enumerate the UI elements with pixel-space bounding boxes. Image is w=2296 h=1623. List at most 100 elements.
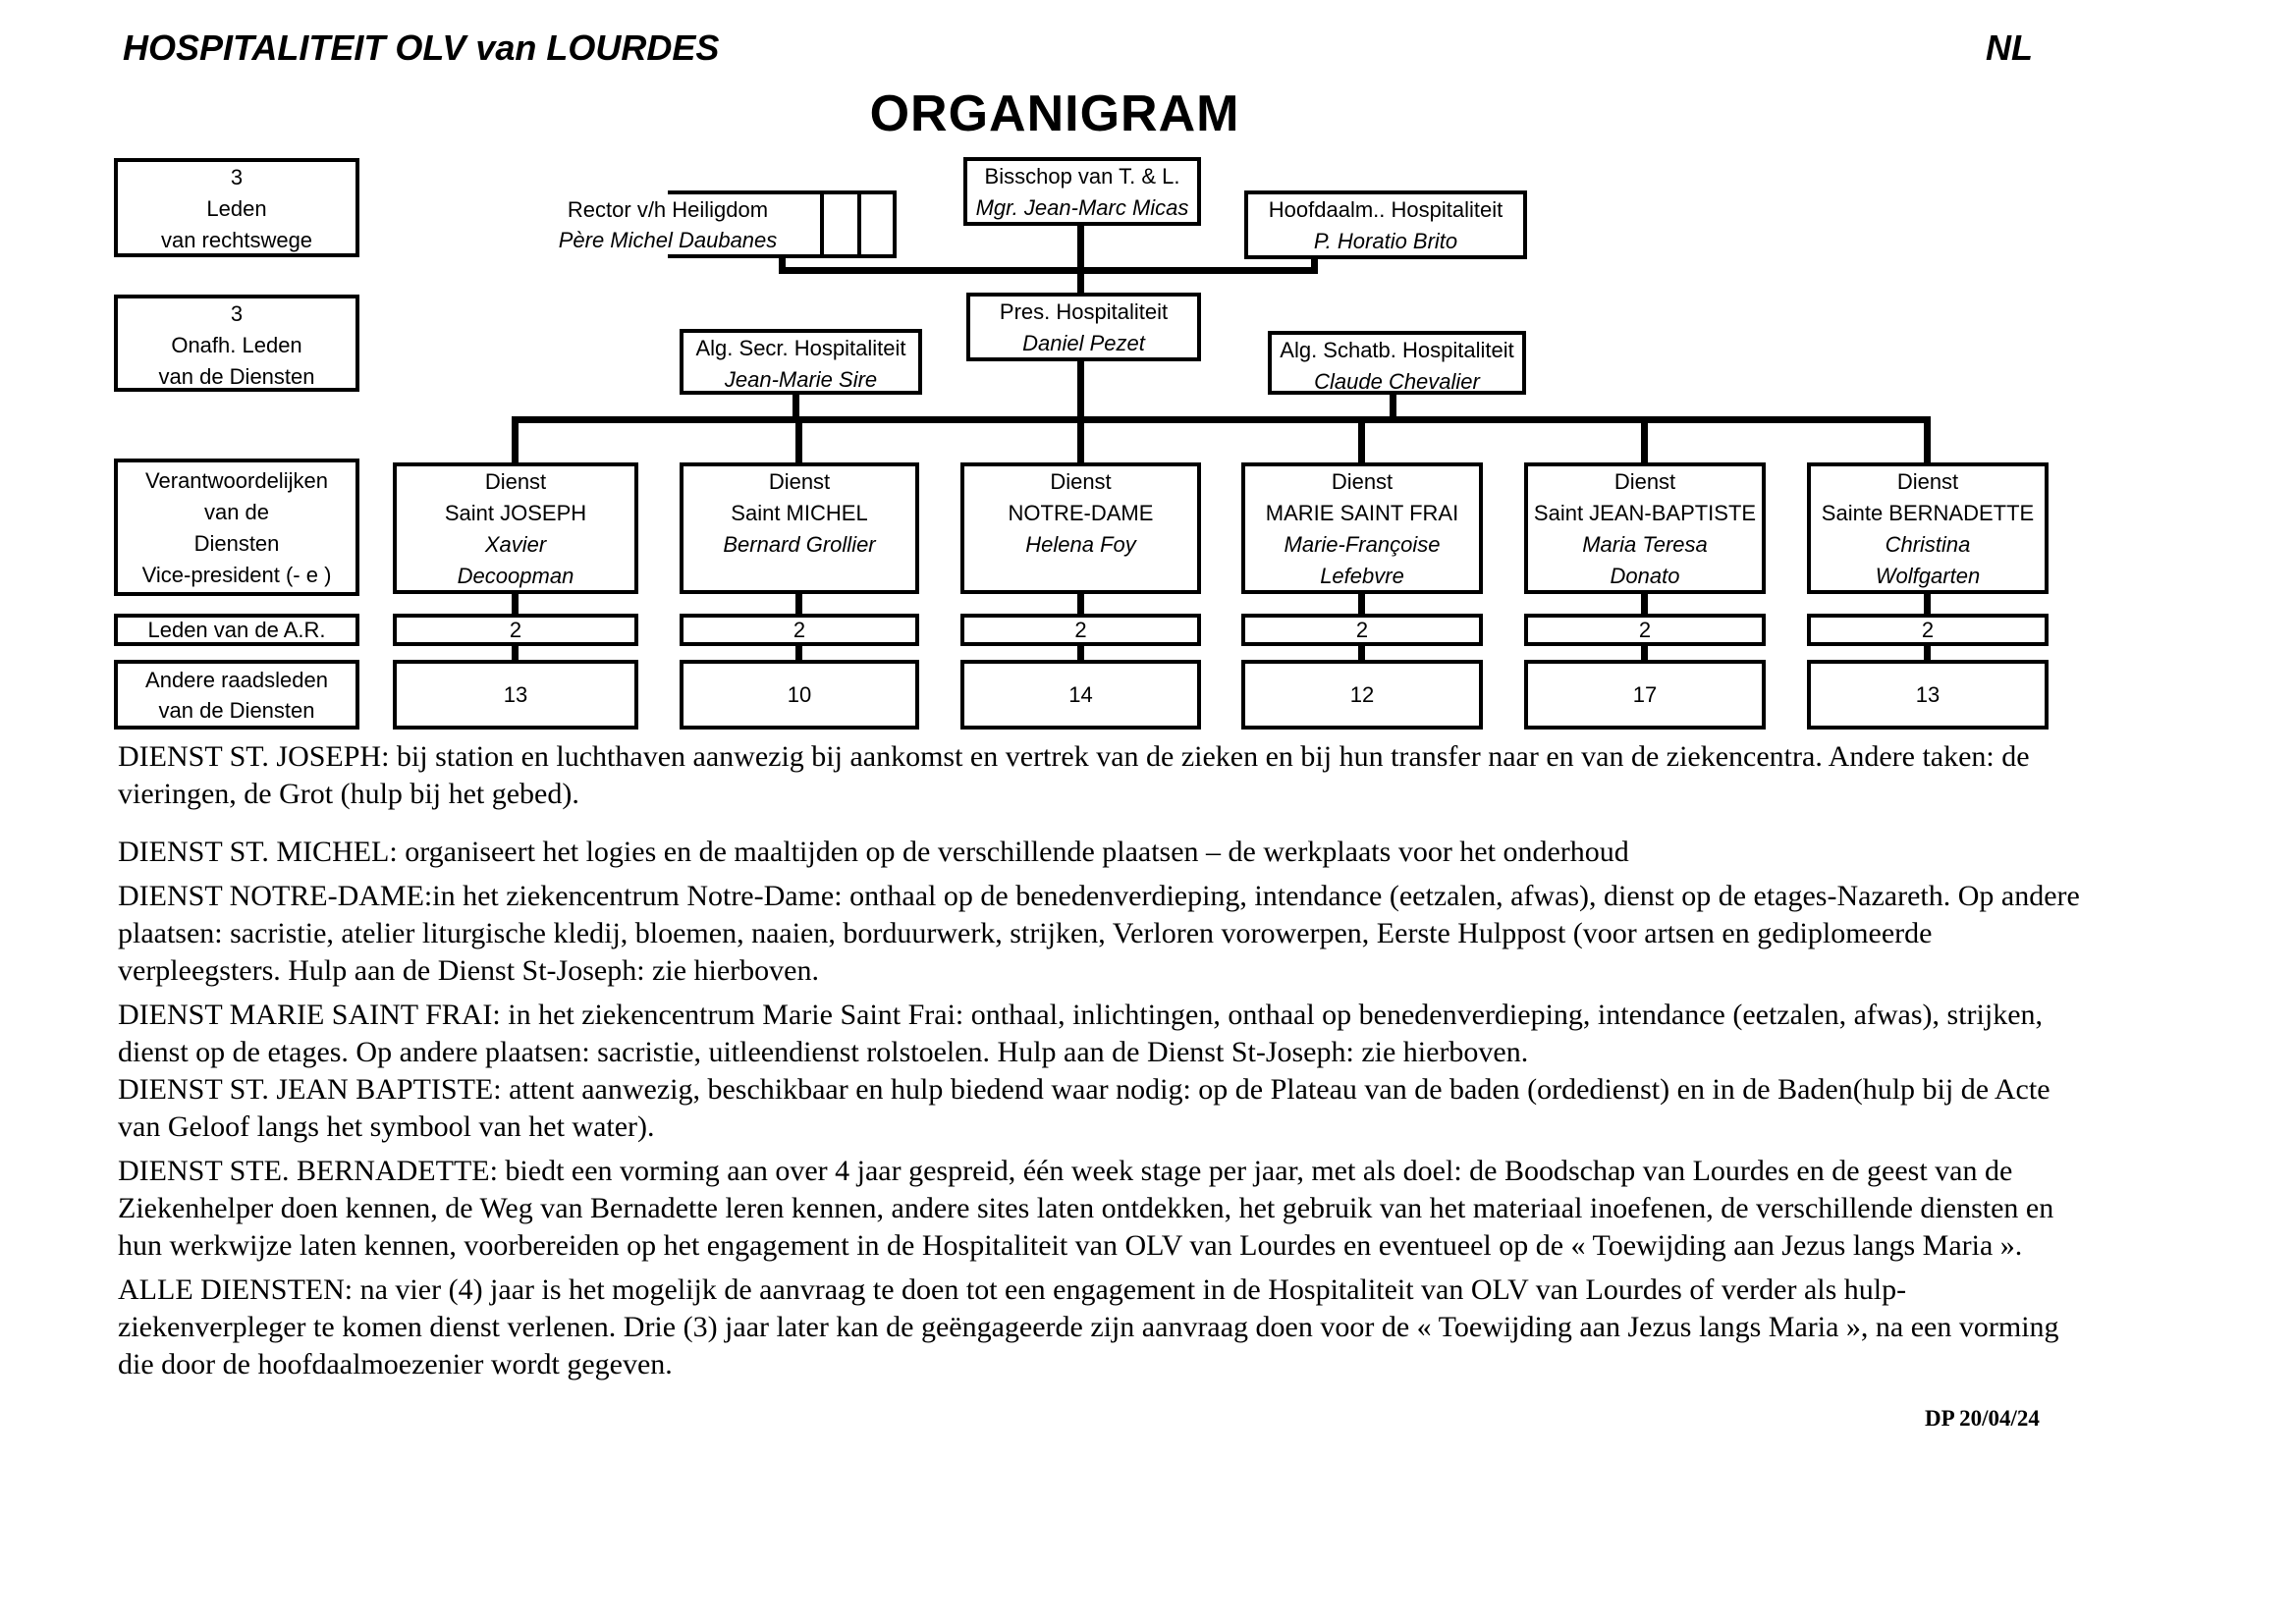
connector-col-top [1077,416,1084,462]
connector-rector-down [779,256,786,274]
rector-role: Rector v/h Heiligdom [567,197,769,222]
label-text: Leden van de A.R. [147,617,326,642]
andere-count: 13 [1807,660,2049,730]
connector-col-mid [1924,592,1931,616]
count-value: 17 [1632,681,1658,707]
schatbewaarder-name: Claude Chevalier [1314,369,1480,394]
box-bisschop: Bisschop van T. & L. Mgr. Jean-Marc Mica… [963,157,1201,226]
dienst-line: Dienst [1331,469,1394,494]
dienst-name: Christina [1885,532,1971,557]
count-value: 2 [1921,617,1935,642]
connector-col-low [1641,644,1648,662]
leden-ar-count: 2 [960,614,1201,646]
box-dienst-notre-dame: Dienst NOTRE-DAME Helena Foy [960,462,1201,594]
connector-col-low [1924,644,1931,662]
box-line: Diensten [193,531,280,556]
paragraph-st-michel: DIENST ST. MICHEL: organiseert het logie… [118,836,1629,868]
count-value: 2 [1355,617,1369,642]
andere-count: 12 [1241,660,1483,730]
dienst-line: Saint JEAN-BAPTISTE [1533,501,1757,525]
box-verantwoordelijken: Verantwoordelijken van de Diensten Vice-… [114,459,359,596]
connector-bisschop-down [1077,224,1084,295]
box-line: van de Diensten [158,364,315,389]
dienst-line: NOTRE-DAME [1008,501,1154,525]
dienst-name: Marie-Françoise [1284,532,1441,557]
dienst-line: Dienst [768,469,831,494]
dienst-name: Bernard Grollier [723,532,876,557]
count-value: 2 [793,617,806,642]
rector-label: Rector v/h Heiligdom Père Michel Daubane… [511,194,825,255]
dienst-line: Dienst [1896,469,1959,494]
connector-president-down [1077,359,1084,422]
connector-col-low [795,644,802,662]
dienst-line: Dienst [484,469,547,494]
box-line: Onafh. Leden [171,333,302,357]
box-secretaris: Alg. Secr. Hospitaliteit Jean-Marie Sire [680,329,922,395]
label-leden-ar: Leden van de A.R. [114,614,359,646]
leden-ar-count: 2 [680,614,919,646]
leden-ar-count: 2 [393,614,638,646]
box-line: Leden [206,196,267,221]
bisschop-name: Mgr. Jean-Marc Micas [975,195,1189,220]
connector-col-top [1924,416,1931,462]
dienst-name: Lefebvre [1320,564,1404,588]
connector-top-horizontal [779,267,1318,274]
connector-schatbewaarder-down [1390,393,1396,422]
label-text: van de Diensten [158,698,315,723]
leden-ar-count: 2 [1241,614,1483,646]
connector-col-low [1358,644,1365,662]
document-title: HOSPITALITEIT OLV van LOURDES [123,27,720,68]
dienst-line: Dienst [1050,469,1112,494]
hoofdaalmoezenier-role: Hoofdaalm.. Hospitaliteit [1268,197,1503,222]
count-value: 2 [1638,617,1652,642]
connector-hoofdaalmoezenier-down [1311,257,1318,274]
president-role: Pres. Hospitaliteit [999,299,1169,324]
box-hoofdaalmoezenier: Hoofdaalm.. Hospitaliteit P. Horatio Bri… [1244,190,1527,259]
paragraph-notre-dame: DIENST NOTRE-DAME:in het ziekencentrum N… [118,880,2080,987]
language-code: NL [1986,27,2033,68]
paragraph-st-joseph: DIENST ST. JOSEPH: bij station en luchth… [118,740,2030,810]
paragraph-marie-saint-frai: DIENST MARIE SAINT FRAI: in het ziekence… [118,999,2044,1068]
count-value: 2 [1074,617,1087,642]
box-line: van de [203,500,270,524]
box-president: Pres. Hospitaliteit Daniel Pezet [966,293,1201,361]
count-value: 14 [1068,681,1093,707]
connector-col-mid [795,592,802,616]
schatbewaarder-role: Alg. Schatb. Hospitaliteit [1280,338,1514,362]
paragraph-ste-bernadette: DIENST STE. BERNADETTE: biedt een vormin… [118,1155,2054,1262]
connector-col-low [512,644,519,662]
box-line: 3 [230,301,244,326]
box-dienst-sainte-bernadette: Dienst Sainte BERNADETTE Christina Wolfg… [1807,462,2049,594]
dienst-name: Helena Foy [1025,532,1136,557]
box-line: 3 [230,165,244,189]
rector-rail [668,190,897,258]
label-text: Andere raadsleden [145,668,328,692]
dienst-name: Donato [1610,564,1680,588]
connector-col-top [1641,416,1648,462]
dienst-line: Saint MICHEL [731,501,868,525]
dienst-line: Saint JOSEPH [444,501,587,525]
box-line: Vice-president (- e ) [141,563,332,587]
andere-count: 13 [393,660,638,730]
dienst-name: Maria Teresa [1582,532,1708,557]
count-value: 13 [1915,681,1941,707]
date-stamp: DP 20/04/24 [1925,1406,2040,1431]
rector-rail-divider [893,190,897,258]
connector-col-mid [1358,592,1365,616]
andere-count: 14 [960,660,1201,730]
connector-bus [512,416,1931,423]
rector-name: Père Michel Daubanes [558,228,778,252]
dienst-name: Decoopman [457,564,574,588]
bisschop-role: Bisschop van T. & L. [984,164,1180,189]
box-line: Verantwoordelijken [145,468,328,493]
dienst-line: Sainte BERNADETTE [1821,501,2035,525]
leden-ar-count: 2 [1524,614,1766,646]
count-value: 2 [509,617,522,642]
connector-col-mid [512,592,519,616]
connector-col-top [1358,416,1365,462]
box-dienst-marie-saint-frai: Dienst MARIE SAINT FRAI Marie-Françoise … [1241,462,1483,594]
dienst-name: Xavier [484,532,547,557]
page-title: ORGANIGRAM [869,85,1240,142]
andere-count: 17 [1524,660,1766,730]
